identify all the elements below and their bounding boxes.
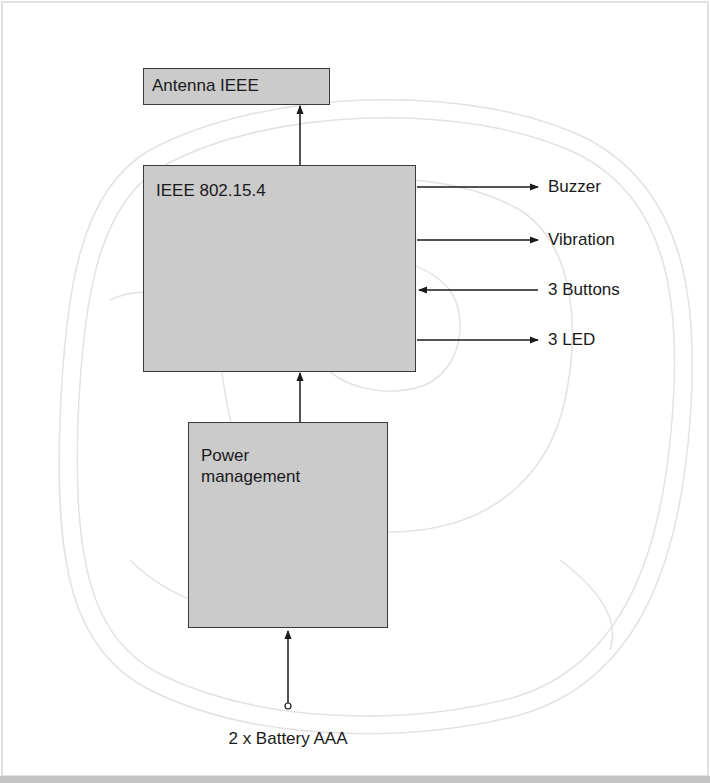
connector-arrow (299, 373, 301, 422)
buttons-line (419, 289, 538, 291)
buzzer-line (417, 186, 538, 188)
antenna-box: Antenna IEEE (143, 68, 330, 105)
bottom-bar (0, 776, 710, 783)
vibration-line (417, 239, 538, 241)
connector-arrow (299, 106, 301, 165)
power-management-box: Power management (188, 422, 388, 628)
power-source-label: 2 x Battery AAA (228, 729, 347, 749)
box-text: IEEE 802.15.4 (156, 180, 403, 201)
box-text: Power management (201, 445, 311, 487)
led-line (417, 339, 538, 341)
input-label: 3 Buttons (548, 280, 620, 300)
battery-line (287, 631, 289, 703)
output-label: Buzzer (548, 177, 601, 197)
radio-module-box: IEEE 802.15.4 (143, 165, 416, 372)
output-label: 3 LED (548, 330, 595, 350)
device-sketch (59, 100, 692, 734)
box-text: Antenna IEEE (152, 75, 321, 96)
output-label: Vibration (548, 230, 615, 250)
battery-terminal (285, 703, 291, 709)
